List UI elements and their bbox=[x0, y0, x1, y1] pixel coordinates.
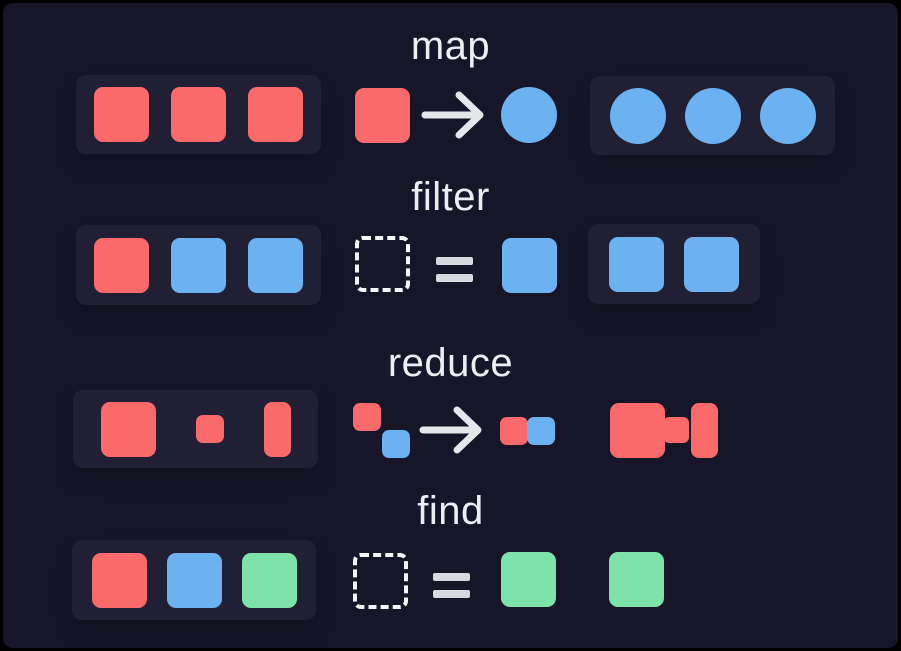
blue-square bbox=[684, 236, 739, 292]
map-arrow-icon bbox=[421, 91, 484, 139]
red-square bbox=[94, 237, 149, 293]
red-small bbox=[500, 417, 528, 445]
filter-placeholder-icon bbox=[355, 236, 410, 292]
map-title: map bbox=[410, 24, 491, 68]
red-square bbox=[355, 88, 410, 143]
blue-square bbox=[171, 237, 226, 293]
equals-bar bbox=[433, 573, 470, 581]
blue-circle bbox=[501, 87, 557, 143]
array-methods-diagram: map filter reduce find bbox=[3, 3, 898, 648]
green-square bbox=[501, 552, 556, 607]
find-condition-value bbox=[501, 552, 556, 607]
filter-output-array bbox=[588, 224, 760, 304]
find-input-array bbox=[72, 540, 316, 620]
blue-small bbox=[382, 430, 410, 458]
red-square bbox=[94, 87, 149, 142]
red-square bbox=[91, 552, 147, 608]
map-callback-output bbox=[501, 87, 557, 143]
filter-title: filter bbox=[411, 175, 490, 219]
reduce-output-value bbox=[610, 403, 718, 458]
red-small bbox=[195, 415, 224, 443]
reduce-title: reduce bbox=[387, 341, 514, 385]
blue-circle bbox=[759, 87, 816, 144]
find-output-value bbox=[609, 552, 664, 607]
equals-bar bbox=[433, 590, 470, 598]
red-square bbox=[248, 87, 303, 142]
filter-input-array bbox=[76, 225, 321, 305]
reduce-input-array bbox=[73, 390, 318, 468]
equals-bar bbox=[436, 257, 473, 265]
red-square bbox=[610, 403, 665, 458]
equals-bar bbox=[436, 274, 473, 282]
filter-equals-icon bbox=[436, 257, 473, 282]
red-small bbox=[353, 403, 381, 431]
green-square bbox=[241, 552, 297, 608]
blue-circle bbox=[609, 87, 666, 144]
blue-circle bbox=[684, 87, 741, 144]
filter-condition-value bbox=[502, 238, 557, 293]
find-placeholder-icon bbox=[353, 553, 408, 609]
red-tall bbox=[263, 401, 291, 457]
reduce-merged-pair bbox=[500, 417, 555, 445]
red-square bbox=[171, 87, 226, 142]
reduce-accumulator-item-pair bbox=[353, 403, 410, 458]
find-equals-icon bbox=[433, 573, 470, 598]
blue-small bbox=[527, 417, 555, 445]
reduce-arrow-icon bbox=[419, 406, 482, 454]
map-input-array bbox=[76, 75, 321, 154]
blue-square bbox=[502, 238, 557, 293]
map-output-array bbox=[590, 76, 835, 155]
blue-square bbox=[248, 237, 303, 293]
red-tall bbox=[691, 403, 718, 458]
map-callback-input bbox=[355, 88, 410, 143]
find-title: find bbox=[417, 489, 484, 533]
red-connector bbox=[663, 417, 689, 443]
blue-square bbox=[166, 552, 222, 608]
blue-square bbox=[609, 236, 664, 292]
red-square bbox=[100, 401, 156, 457]
green-square bbox=[609, 552, 664, 607]
